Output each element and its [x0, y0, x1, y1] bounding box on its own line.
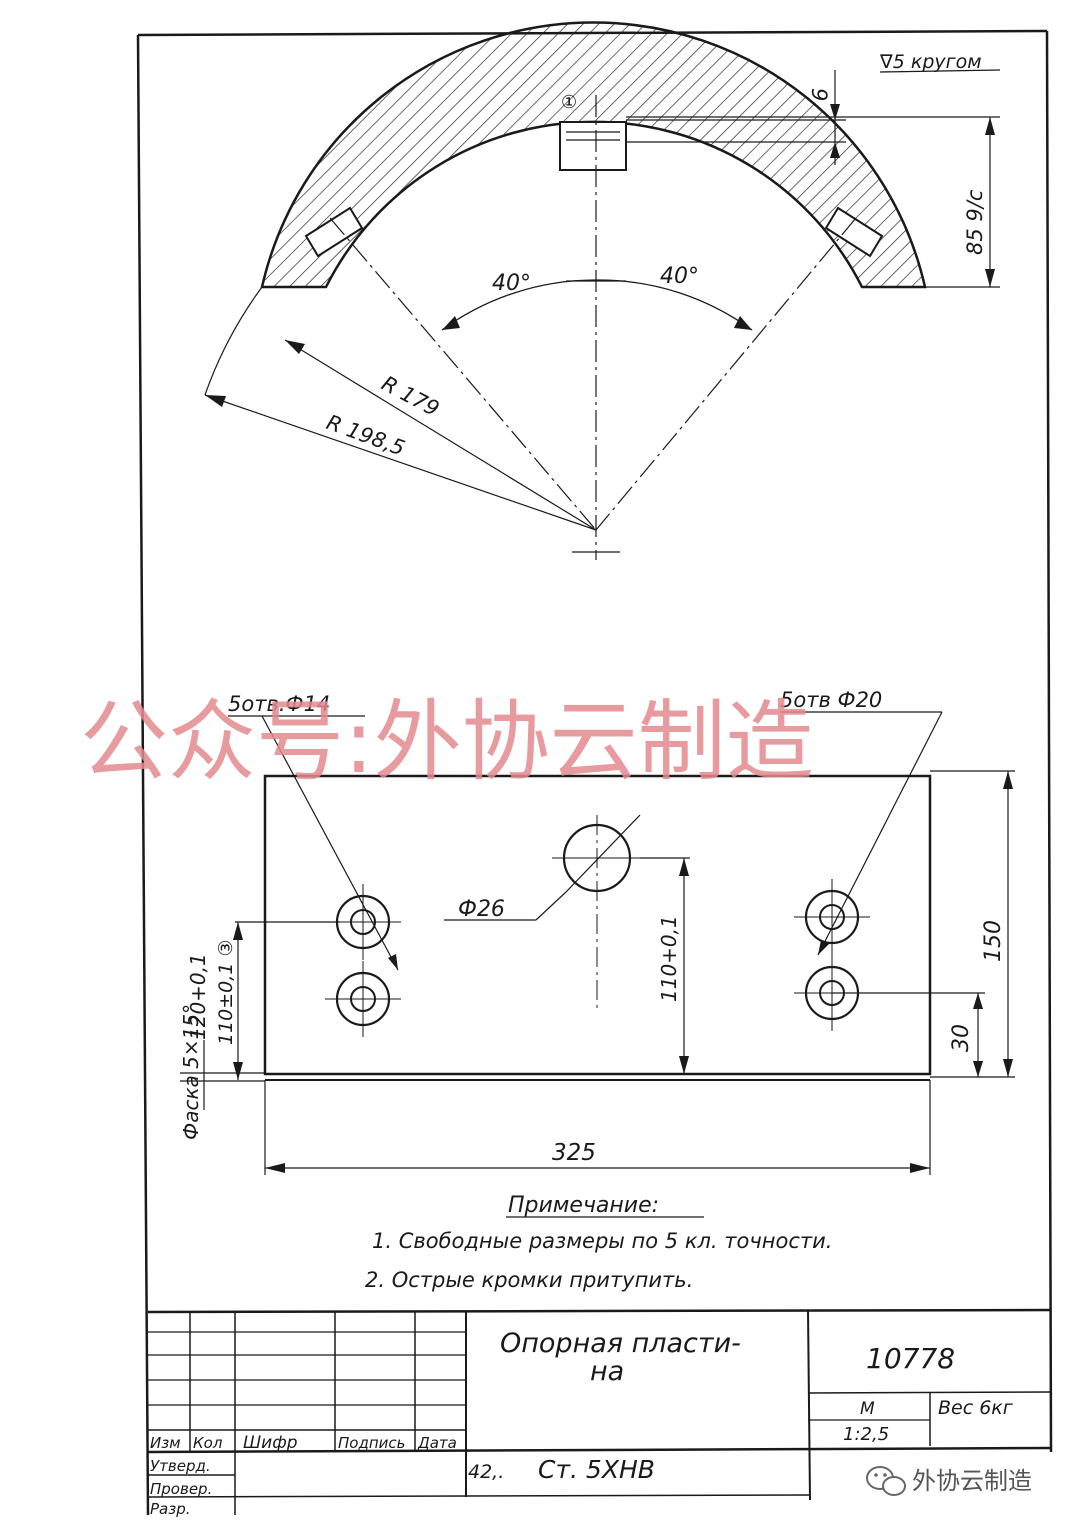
radius-inner-label: R 179	[378, 371, 443, 421]
top-slot	[559, 121, 627, 171]
row-razrab: Разр.	[150, 1500, 191, 1518]
dim-110-center: 110+0,1	[657, 915, 681, 1002]
wechat-logo: 外协云制造	[866, 1466, 1032, 1496]
col-izm: Изм	[150, 1434, 181, 1452]
chamfer-label: Фаска 5×15°	[179, 1004, 203, 1140]
title-line-1: Опорная пласти-	[500, 1328, 741, 1359]
wechat-icon	[866, 1466, 906, 1496]
scale-value: 1:2,5	[843, 1424, 889, 1445]
arc-segment-view: 40° 40° R 179 R 198,5 ① 9 85 9/с	[204, 21, 1000, 560]
document-number: 10778	[866, 1342, 955, 1375]
large-holes-label: 5отв Ф20	[780, 688, 882, 712]
col-kol: Кол	[193, 1434, 223, 1452]
dim-150: 150	[981, 920, 1006, 962]
dim-120: 120+0,1	[186, 953, 210, 1040]
radius-outer-label: R 198,5	[323, 410, 408, 460]
scale-label: М	[860, 1399, 875, 1419]
height-dimension: 85 9/с	[963, 189, 987, 255]
weight-value: Вес 6кг	[938, 1397, 1014, 1419]
notes-heading: Примечание:	[508, 1193, 659, 1218]
item-marker: ①	[561, 92, 577, 113]
dim-30: 30	[949, 1024, 974, 1052]
arc-segment-body	[260, 21, 927, 289]
title-line-2: на	[590, 1356, 624, 1387]
note-line-2: 2. Острые кромки притупить.	[365, 1268, 693, 1292]
left-key-slot	[304, 206, 364, 258]
row-utverd: Утверд.	[150, 1457, 211, 1475]
surface-finish-mark: ∇5 кругом	[879, 51, 1001, 73]
small-holes-label: 5отв.Ф14	[228, 692, 330, 716]
watermark-text: 公众号:外协云制造	[80, 690, 814, 793]
svg-text:∇5 кругом: ∇5 кругом	[879, 51, 982, 73]
title-block: Опорная пласти- на 10778 М 1:2,5 Вес 6кг…	[147, 1308, 1052, 1518]
note-line-1: 1. Свободные размеры по 5 кл. точности.	[372, 1229, 832, 1253]
depth-dimension: 9	[807, 88, 831, 101]
material-value: Ст. 5ХНВ	[538, 1455, 655, 1484]
col-podpis: Подпись	[338, 1434, 405, 1452]
dim-110-left: 110±0,1 ③	[215, 940, 237, 1045]
plate-plan-view: Ф26 5отв.Ф14 5отв Ф20 110+0,1 110±0,1 ③ …	[179, 688, 1015, 1175]
row-prover: Провер.	[150, 1480, 212, 1498]
hole-left-lower	[325, 961, 401, 1037]
angle-left-label: 40°	[492, 271, 531, 296]
dim-325: 325	[552, 1140, 596, 1166]
col-shifr: Шифр	[243, 1433, 298, 1453]
material-prefix: 42,.	[468, 1461, 504, 1483]
right-key-slot	[824, 206, 884, 258]
col-data: Дата	[417, 1434, 457, 1452]
notes: Примечание: 1. Свободные размеры по 5 кл…	[365, 1193, 832, 1292]
wechat-logo-text: 外协云制造	[912, 1467, 1032, 1495]
plate-outline	[263, 774, 932, 1076]
hole-right-upper	[794, 879, 870, 955]
center-hole-label: Ф26	[458, 897, 505, 922]
angle-right-label: 40°	[660, 264, 699, 289]
